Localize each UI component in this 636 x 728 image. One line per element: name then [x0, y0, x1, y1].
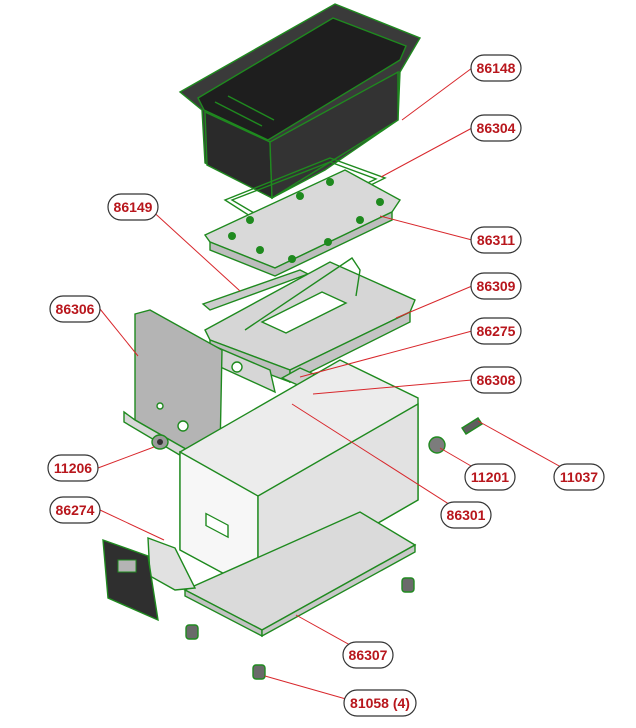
callout-11201: 11201 — [464, 463, 516, 491]
callout-86309: 86309 — [470, 272, 522, 300]
callout-label: 11037 — [560, 469, 598, 485]
callout-label: 86301 — [447, 507, 486, 523]
callout-86274: 86274 — [49, 496, 101, 524]
callout-11206: 11206 — [47, 454, 99, 482]
callout-86301: 86301 — [440, 501, 492, 529]
tank-part[interactable] — [178, 3, 422, 200]
callout-86275: 86275 — [470, 317, 522, 345]
callout-label: 11201 — [471, 469, 509, 485]
base-plate-part[interactable] — [183, 511, 417, 638]
fitting-part[interactable] — [428, 436, 446, 454]
callout-label: 86306 — [56, 301, 95, 317]
callout-label: 81058 (4) — [350, 695, 410, 711]
callout-86149: 86149 — [107, 193, 159, 221]
callout-86148: 86148 — [470, 54, 522, 82]
callout-label: 86304 — [477, 120, 516, 136]
callout-label: 86311 — [477, 232, 515, 248]
callout-81058: 81058 (4) — [343, 689, 417, 717]
callout-label: 86308 — [477, 372, 516, 388]
control-board-part[interactable] — [102, 536, 197, 622]
callout-86304: 86304 — [470, 114, 522, 142]
callout-label: 86274 — [56, 502, 95, 518]
callout-label: 86275 — [477, 323, 516, 339]
callout-label: 86309 — [477, 278, 516, 294]
leader-lines — [97, 67, 580, 704]
callout-86307: 86307 — [342, 641, 394, 669]
knob-part[interactable] — [151, 434, 169, 450]
callout-label: 11206 — [54, 460, 92, 476]
callout-86311: 86311 — [470, 226, 522, 254]
callout-86306: 86306 — [49, 295, 101, 323]
rod-part[interactable] — [461, 417, 483, 435]
foot-part[interactable] — [185, 577, 415, 680]
heater-plate-part[interactable] — [203, 169, 402, 277]
callout-label: 86307 — [349, 647, 388, 663]
callout-label: 86149 — [114, 199, 153, 215]
callout-11037: 11037 — [553, 463, 605, 491]
callout-86308: 86308 — [470, 366, 522, 394]
callout-label: 86148 — [477, 60, 516, 76]
